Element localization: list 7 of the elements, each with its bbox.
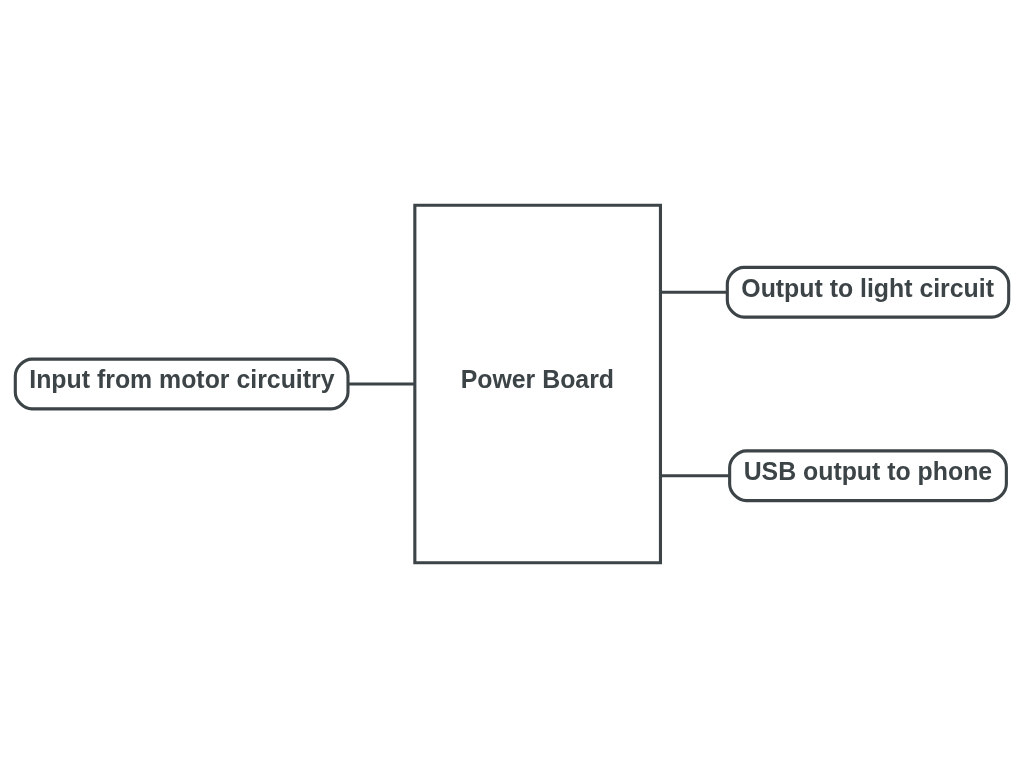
connector [660, 290, 728, 294]
node-box: Output to light circuit [725, 265, 1011, 319]
connector [660, 474, 730, 478]
node-box: Input from motor circuitry [13, 357, 350, 411]
connector [348, 382, 415, 386]
node-box: Power Board [413, 203, 663, 565]
node-box: USB output to phone [728, 449, 1008, 503]
